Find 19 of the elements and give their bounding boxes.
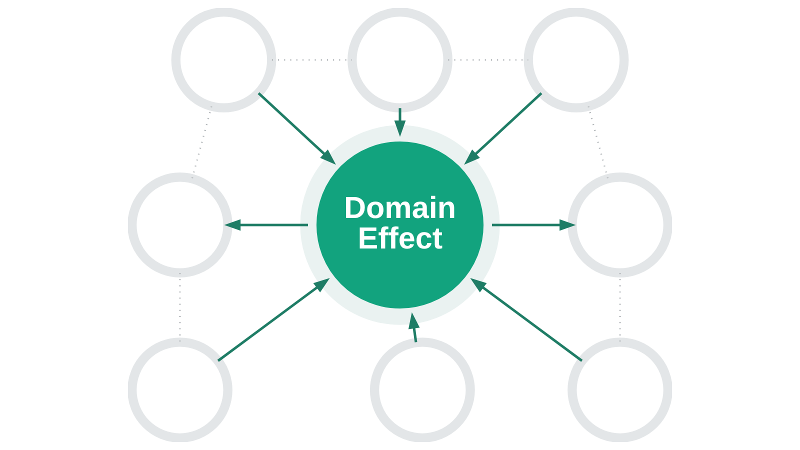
node-circle [128, 172, 232, 278]
node-circle [568, 172, 672, 278]
arrow [470, 278, 583, 362]
node-circle [568, 338, 672, 442]
node-circle: Domain Effect [300, 125, 500, 325]
arrow [492, 219, 576, 231]
arrow [224, 219, 308, 231]
arrow [408, 312, 420, 342]
connector [191, 106, 212, 179]
node-circle [348, 8, 452, 112]
arrow [464, 92, 542, 165]
node-circle [524, 8, 629, 112]
node-circle [128, 338, 232, 442]
arrow [258, 92, 336, 165]
node-circle [370, 338, 475, 442]
node-circle [171, 8, 276, 112]
arrow [394, 108, 406, 137]
connector [588, 106, 609, 179]
arrow [217, 278, 330, 362]
